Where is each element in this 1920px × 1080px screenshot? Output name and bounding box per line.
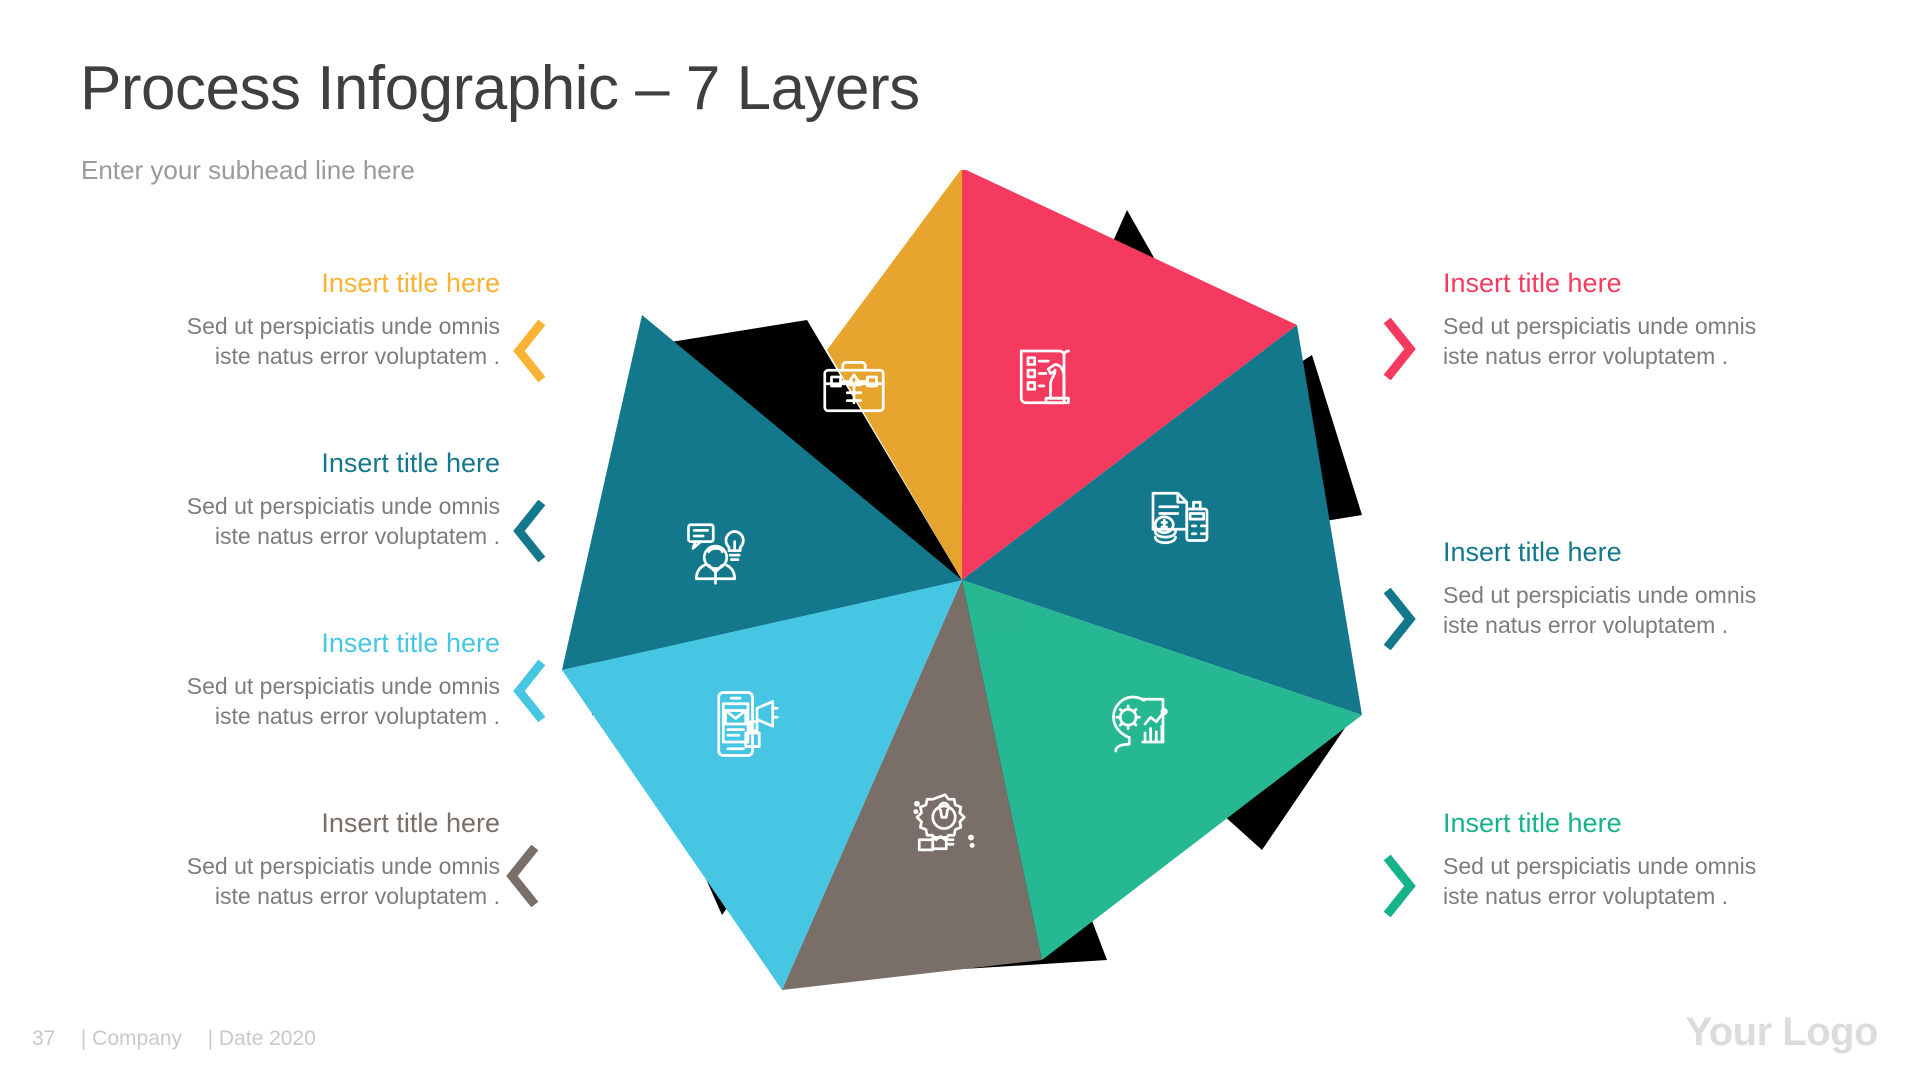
body-line-2: iste natus error voluptatem . (214, 703, 500, 730)
pinwheel-diagram (552, 170, 1372, 990)
segment-consulting (562, 315, 962, 670)
segment-design (827, 170, 962, 580)
page-subtitle: Enter your subhead line here (81, 155, 415, 185)
left-block-1[interactable]: Insert title here Sed ut perspiciatis un… (70, 268, 500, 372)
right-block-3[interactable]: Insert title here Sed ut perspiciatis un… (1443, 808, 1873, 912)
right-block-1-body: Sed ut perspiciatis unde omnis iste natu… (1443, 311, 1873, 372)
right-block-3-body: Sed ut perspiciatis unde omnis iste natu… (1443, 851, 1873, 912)
chevron-left-icon[interactable] (505, 845, 539, 907)
body-line-1: Sed ut perspiciatis unde omnis (186, 673, 500, 700)
left-block-4-title: Insert title here (321, 808, 500, 838)
page-title: Process Infographic – 7 Layers (80, 54, 920, 123)
segment-mobile (562, 580, 962, 990)
left-block-3-body: Sed ut perspiciatis unde omnis iste natu… (70, 671, 500, 732)
chevron-left-icon[interactable] (512, 320, 546, 382)
left-block-1-title: Insert title here (321, 268, 500, 298)
body-line-1: Sed ut perspiciatis unde omnis (186, 313, 500, 340)
right-block-1[interactable]: Insert title here Sed ut perspiciatis un… (1443, 268, 1873, 372)
right-block-2-body: Sed ut perspiciatis unde omnis iste natu… (1443, 580, 1873, 641)
body-line-1: Sed ut perspiciatis unde omnis (186, 493, 500, 520)
body-line-1: Sed ut perspiciatis unde omnis (1443, 313, 1757, 340)
segment-analytics (962, 580, 1362, 960)
chevron-right-icon[interactable] (1383, 588, 1417, 650)
left-block-1-body: Sed ut perspiciatis unde omnis iste natu… (70, 311, 500, 372)
right-block-1-title: Insert title here (1443, 268, 1622, 298)
left-block-3-title: Insert title here (321, 628, 500, 658)
left-block-4[interactable]: Insert title here Sed ut perspiciatis un… (70, 808, 500, 912)
left-block-3[interactable]: Insert title here Sed ut perspiciatis un… (70, 628, 500, 732)
right-block-2-title: Insert title here (1443, 537, 1622, 567)
pinwheel-fold-shading (827, 170, 1362, 960)
body-line-1: Sed ut perspiciatis unde omnis (186, 853, 500, 880)
left-block-4-body: Sed ut perspiciatis unde omnis iste natu… (70, 851, 500, 912)
right-block-3-title: Insert title here (1443, 808, 1622, 838)
body-line-2: iste natus error voluptatem . (214, 343, 500, 370)
body-line-2: iste natus error voluptatem . (1443, 612, 1729, 639)
chevron-left-icon[interactable] (512, 660, 546, 722)
body-line-1: Sed ut perspiciatis unde omnis (1443, 853, 1757, 880)
body-line-2: iste natus error voluptatem . (1443, 343, 1729, 370)
footer-date: | Date 2020 (207, 1027, 316, 1050)
body-line-1: Sed ut perspiciatis unde omnis (1443, 582, 1757, 609)
chevron-right-icon[interactable] (1383, 855, 1417, 917)
left-block-2[interactable]: Insert title here Sed ut perspiciatis un… (70, 448, 500, 552)
footer-company: | Company (80, 1027, 183, 1050)
body-line-2: iste natus error voluptatem . (214, 883, 500, 910)
chevron-left-icon[interactable] (512, 500, 546, 562)
footer-meta: 37 | Company | Date 2020 (32, 1027, 316, 1051)
footer-logo: Your Logo (1685, 1010, 1879, 1054)
segment-support (782, 580, 1042, 990)
left-block-2-body: Sed ut perspiciatis unde omnis iste natu… (70, 491, 500, 552)
body-line-2: iste natus error voluptatem . (1443, 883, 1729, 910)
left-block-2-title: Insert title here (321, 448, 500, 478)
right-block-2[interactable]: Insert title here Sed ut perspiciatis un… (1443, 537, 1873, 641)
body-line-2: iste natus error voluptatem . (214, 523, 500, 550)
segment-strategy (962, 170, 1297, 580)
footer-page-number: 37 (32, 1027, 56, 1050)
chevron-right-icon[interactable] (1383, 318, 1417, 380)
